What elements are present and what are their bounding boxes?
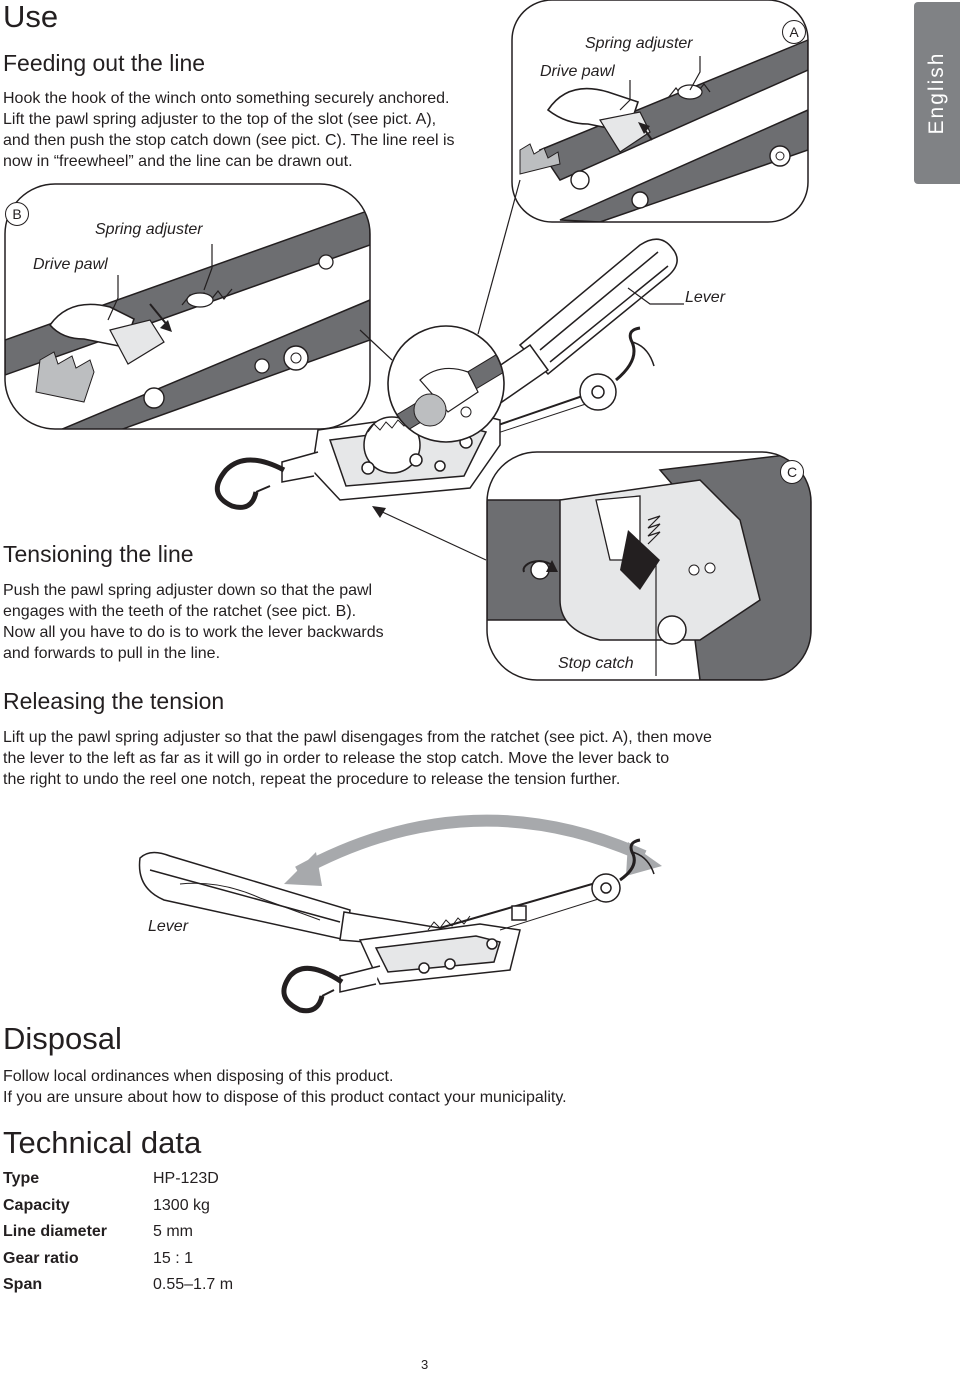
spec-row-line-diameter: Line diameter 5 mm [3, 1219, 233, 1246]
page-number: 3 [421, 1357, 429, 1372]
magnifier-ring [387, 325, 505, 443]
figure-c-stop-catch-label: Stop catch [558, 655, 634, 672]
tensioning-heading: Tensioning the line [3, 541, 194, 567]
disposal-heading: Disposal [3, 1021, 122, 1056]
technical-data-table: Type HP-123D Capacity 1300 kg Line diame… [3, 1166, 233, 1299]
figure-a-letter: A [782, 20, 806, 44]
figure-b-illustration [5, 184, 370, 429]
figure-b-frame [4, 183, 371, 430]
figure-c-frame [486, 451, 812, 681]
spec-value: 1300 kg [153, 1196, 210, 1214]
figure-b-drive-pawl-label: Drive pawl [33, 256, 108, 273]
figure-a-drive-pawl-label: Drive pawl [540, 63, 615, 80]
figure-b-spring-adjuster-label: Spring adjuster [95, 221, 203, 238]
tensioning-line-4: and forwards to pull in the line. [3, 645, 221, 662]
feeding-line-3: and then push the stop catch down (see p… [3, 132, 455, 149]
releasing-line-3: the right to undo the reel one notch, re… [3, 771, 621, 788]
releasing-line-2: the lever to the left as far as it will … [3, 750, 670, 767]
language-tab: English [914, 2, 960, 184]
feeding-heading: Feeding out the line [3, 50, 206, 76]
figure-a-spring-adjuster-label: Spring adjuster [585, 35, 693, 52]
spec-value: 0.55–1.7 m [153, 1276, 234, 1294]
bottom-figure-lever-label: Lever [148, 918, 189, 935]
spec-row-gear-ratio: Gear ratio 15 : 1 [3, 1246, 233, 1273]
feeding-text: Hook the hook of the winch onto somethin… [3, 88, 455, 172]
spec-value: 15 : 1 [153, 1249, 194, 1267]
technical-data-heading: Technical data [3, 1125, 202, 1160]
figure-a-frame [511, 0, 809, 223]
tensioning-line-1: Push the pawl spring adjuster down so th… [3, 582, 373, 599]
figure-a-illustration [512, 0, 808, 222]
figure-c-letter: C [780, 460, 804, 484]
releasing-text: Lift up the pawl spring adjuster so that… [3, 727, 712, 790]
spec-row-span: Span 0.55–1.7 m [3, 1272, 233, 1299]
figure-c-illustration [487, 452, 811, 680]
feeding-line-2: Lift the pawl spring adjuster to the top… [3, 111, 437, 128]
spec-label: Capacity [3, 1196, 70, 1214]
tensioning-text: Push the pawl spring adjuster down so th… [3, 580, 384, 664]
releasing-heading: Releasing the tension [3, 688, 225, 714]
tensioning-line-2: engages with the teeth of the ratchet (s… [3, 603, 357, 620]
magnifier-detail [388, 326, 504, 442]
tensioning-line-3: Now all you have to do is to work the le… [3, 624, 384, 641]
figure-b-letter: B [5, 202, 29, 226]
spec-label: Span [3, 1276, 43, 1294]
lever-movement-illustration [138, 814, 662, 1014]
spec-label: Gear ratio [3, 1249, 79, 1267]
use-heading: Use [3, 0, 59, 34]
feeding-line-1: Hook the hook of the winch onto somethin… [3, 90, 450, 107]
disposal-line-1: Follow local ordinances when disposing o… [3, 1068, 394, 1085]
spec-label: Type [3, 1170, 40, 1188]
spec-label: Line diameter [3, 1223, 108, 1241]
spec-value: HP-123D [153, 1170, 219, 1188]
spec-row-type: Type HP-123D [3, 1166, 233, 1193]
figure-b-lever-label: Lever [685, 289, 726, 306]
language-tab-label: English [925, 51, 948, 135]
disposal-line-2: If you are unsure about how to dispose o… [3, 1089, 567, 1106]
spec-value: 5 mm [153, 1223, 193, 1241]
feeding-line-4: now in “freewheel” and the line can be d… [3, 153, 353, 170]
disposal-text: Follow local ordinances when disposing o… [3, 1066, 567, 1108]
releasing-line-1: Lift up the pawl spring adjuster so that… [3, 729, 712, 746]
spec-row-capacity: Capacity 1300 kg [3, 1193, 233, 1220]
